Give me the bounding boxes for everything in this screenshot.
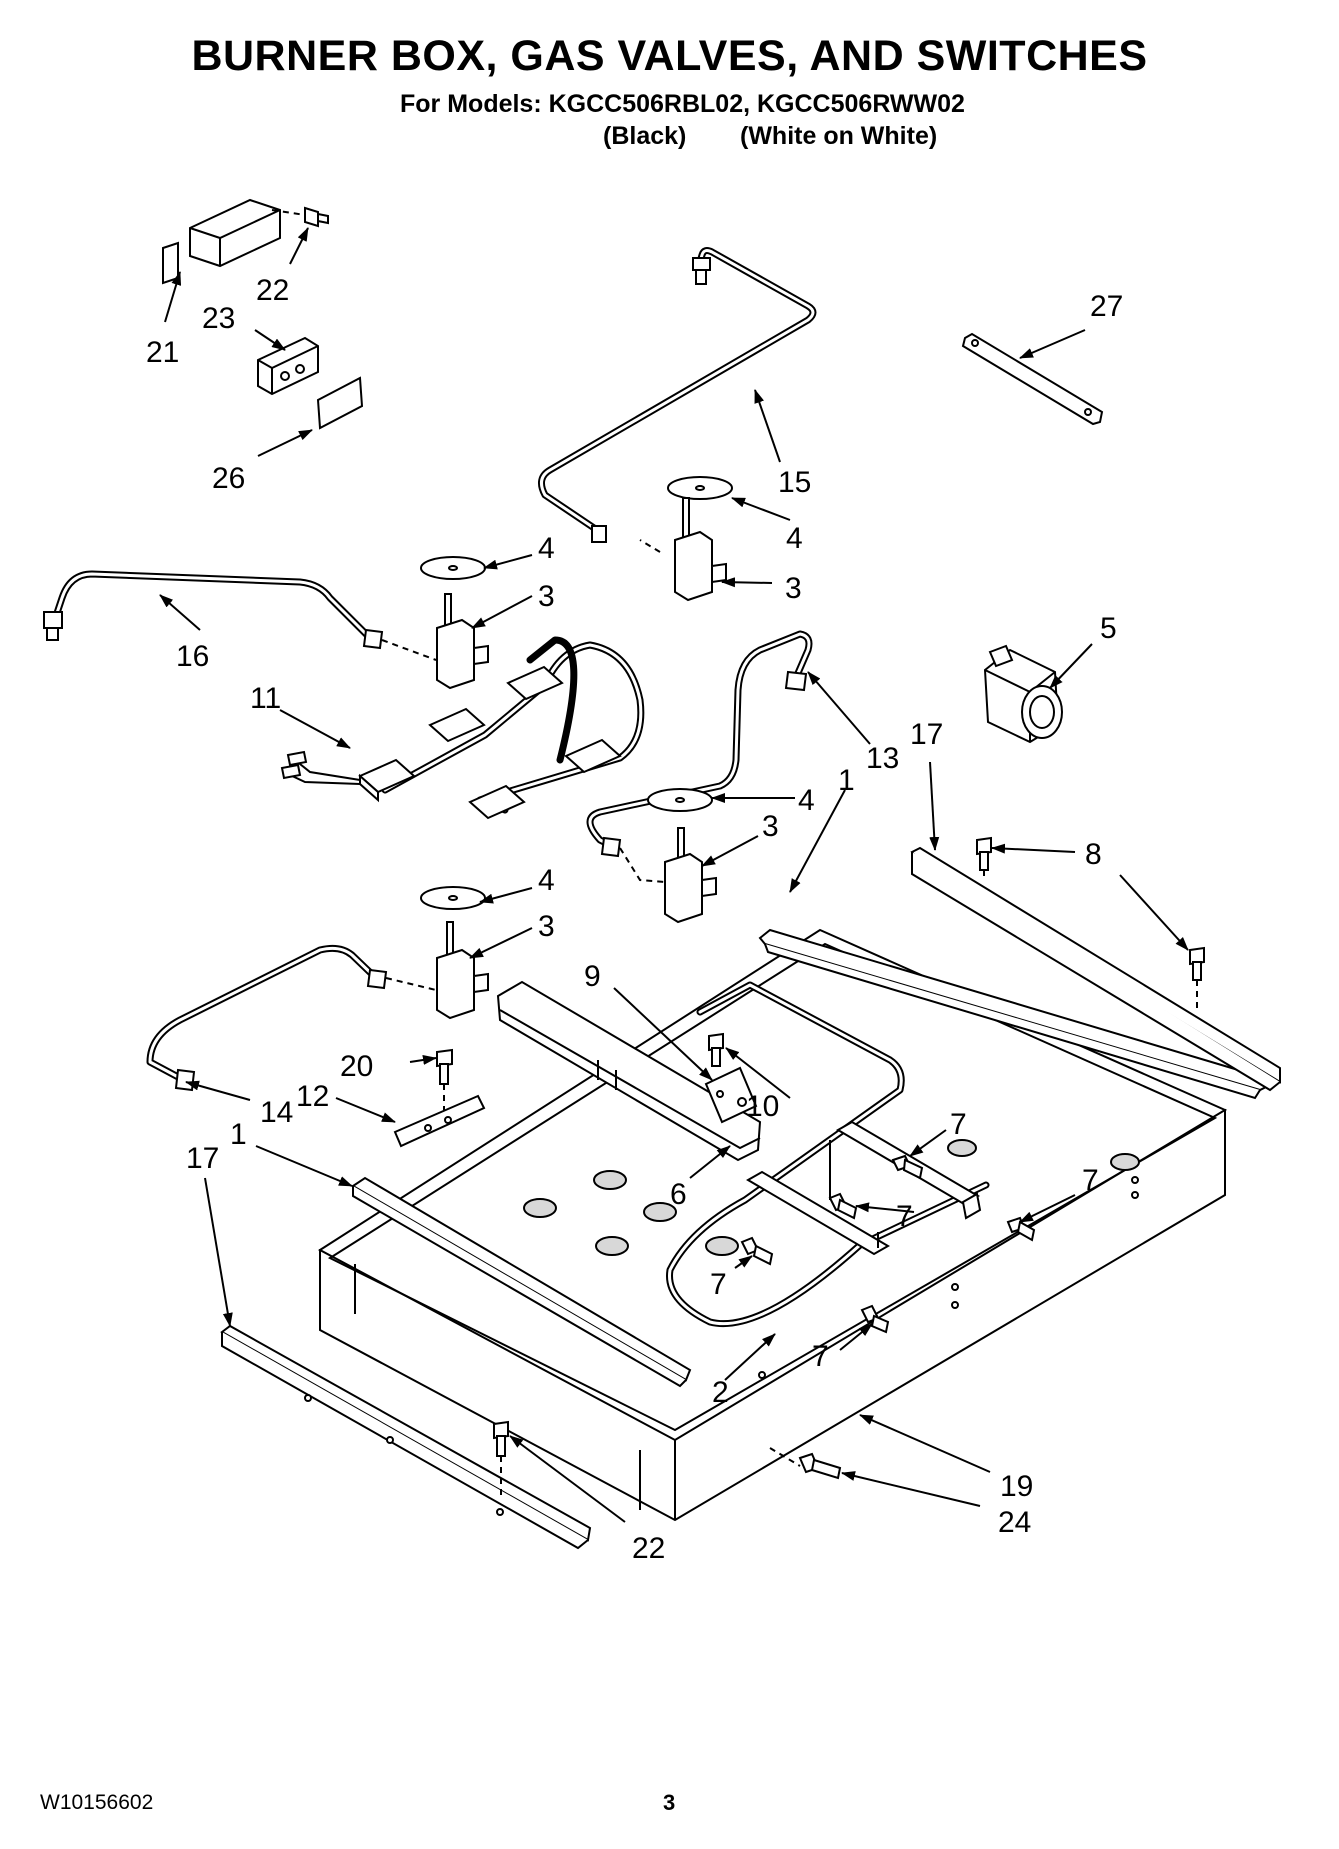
brace-1-front bbox=[351, 1176, 692, 1388]
callout-labels: 21 22 23 26 27 15 4 3 4 3 16 11 5 13 17 … bbox=[146, 274, 1123, 1565]
callout-7-d: 7 bbox=[710, 1268, 727, 1301]
callout-4-c: 4 bbox=[798, 784, 815, 817]
burner-port-holes bbox=[523, 1139, 1140, 1256]
bracket-26 bbox=[316, 376, 364, 430]
callout-26: 26 bbox=[212, 462, 245, 495]
valve-3-d bbox=[385, 886, 489, 1020]
callout-1-rear: 1 bbox=[838, 764, 855, 797]
callout-14: 14 bbox=[260, 1096, 293, 1129]
strip-27 bbox=[961, 332, 1104, 426]
models-line: For Models: KGCC506RBL02, KGCC506RWW02 bbox=[400, 90, 965, 118]
callout-3-d: 3 bbox=[538, 910, 555, 943]
valve-3-a bbox=[639, 476, 733, 602]
callout-17-left: 17 bbox=[186, 1142, 219, 1175]
callout-9: 9 bbox=[584, 960, 601, 993]
callout-2: 2 bbox=[712, 1376, 729, 1409]
callout-27: 27 bbox=[1090, 290, 1123, 323]
callout-22-top: 22 bbox=[256, 274, 289, 307]
variant-white: (White on White) bbox=[740, 122, 938, 150]
callout-7-e: 7 bbox=[812, 1340, 829, 1373]
callout-10: 10 bbox=[746, 1090, 779, 1123]
shield-17-left bbox=[220, 1324, 592, 1550]
callout-11: 11 bbox=[250, 682, 281, 715]
screw-7-d bbox=[740, 1236, 774, 1266]
bracket-10 bbox=[704, 1066, 758, 1124]
switch-23 bbox=[257, 336, 319, 396]
screw-8-a bbox=[976, 836, 992, 880]
callout-4-d: 4 bbox=[538, 864, 555, 897]
bracket-6 bbox=[496, 980, 762, 1162]
regulator-5 bbox=[983, 644, 1063, 744]
callout-8: 8 bbox=[1085, 838, 1102, 871]
callout-16: 16 bbox=[176, 640, 209, 673]
callout-7-b: 7 bbox=[896, 1200, 913, 1233]
variant-black: (Black) bbox=[603, 122, 687, 150]
document-code: W10156602 bbox=[40, 1791, 154, 1814]
callout-23: 23 bbox=[202, 302, 235, 335]
screw-20 bbox=[436, 1048, 453, 1110]
screw-8-b bbox=[1189, 946, 1205, 1008]
callout-3-a: 3 bbox=[785, 572, 802, 605]
callout-15: 15 bbox=[778, 466, 811, 499]
callout-3-c: 3 bbox=[762, 810, 779, 843]
valve-3-b bbox=[381, 556, 489, 690]
callout-4-a: 4 bbox=[786, 522, 803, 555]
callout-1-front: 1 bbox=[230, 1118, 247, 1151]
callout-7-c: 7 bbox=[1082, 1164, 1099, 1197]
screw-7-b bbox=[828, 1192, 858, 1220]
page-number: 3 bbox=[663, 1790, 676, 1815]
callout-21: 21 bbox=[146, 336, 179, 369]
screw-10 bbox=[708, 1032, 724, 1067]
callout-7-a: 7 bbox=[950, 1108, 967, 1141]
igniter-harness-11 bbox=[280, 636, 645, 820]
screw-22-bottom bbox=[493, 1420, 509, 1496]
callout-17-right: 17 bbox=[910, 718, 943, 751]
burner-box-19 bbox=[318, 928, 1228, 1522]
callout-20: 20 bbox=[340, 1050, 373, 1083]
page-title: BURNER BOX, GAS VALVES, AND SWITCHES bbox=[191, 32, 1148, 80]
callout-24: 24 bbox=[998, 1506, 1031, 1539]
callout-12: 12 bbox=[296, 1080, 329, 1113]
gas-tube-16 bbox=[43, 570, 384, 650]
gas-tube-15 bbox=[537, 247, 817, 543]
shield-17-right bbox=[910, 846, 1281, 1092]
callout-4-b: 4 bbox=[538, 532, 555, 565]
screw-22-top bbox=[271, 206, 329, 228]
screw-24 bbox=[769, 1447, 842, 1480]
screw-7-a bbox=[891, 1154, 924, 1180]
gas-tube-13 bbox=[586, 630, 813, 858]
callout-6: 6 bbox=[670, 1178, 687, 1211]
bracket-12 bbox=[393, 1094, 486, 1148]
callout-19: 19 bbox=[1000, 1470, 1033, 1503]
leader-lines bbox=[159, 227, 1189, 1523]
callout-22-bottom: 22 bbox=[632, 1532, 665, 1565]
callout-13: 13 bbox=[866, 742, 899, 775]
callout-3-b: 3 bbox=[538, 580, 555, 613]
valve-3-c bbox=[619, 788, 717, 924]
callout-5: 5 bbox=[1100, 612, 1117, 645]
gas-tube-14 bbox=[146, 944, 388, 1092]
switch-module-21 bbox=[162, 198, 281, 285]
screw-7-e bbox=[860, 1304, 890, 1334]
